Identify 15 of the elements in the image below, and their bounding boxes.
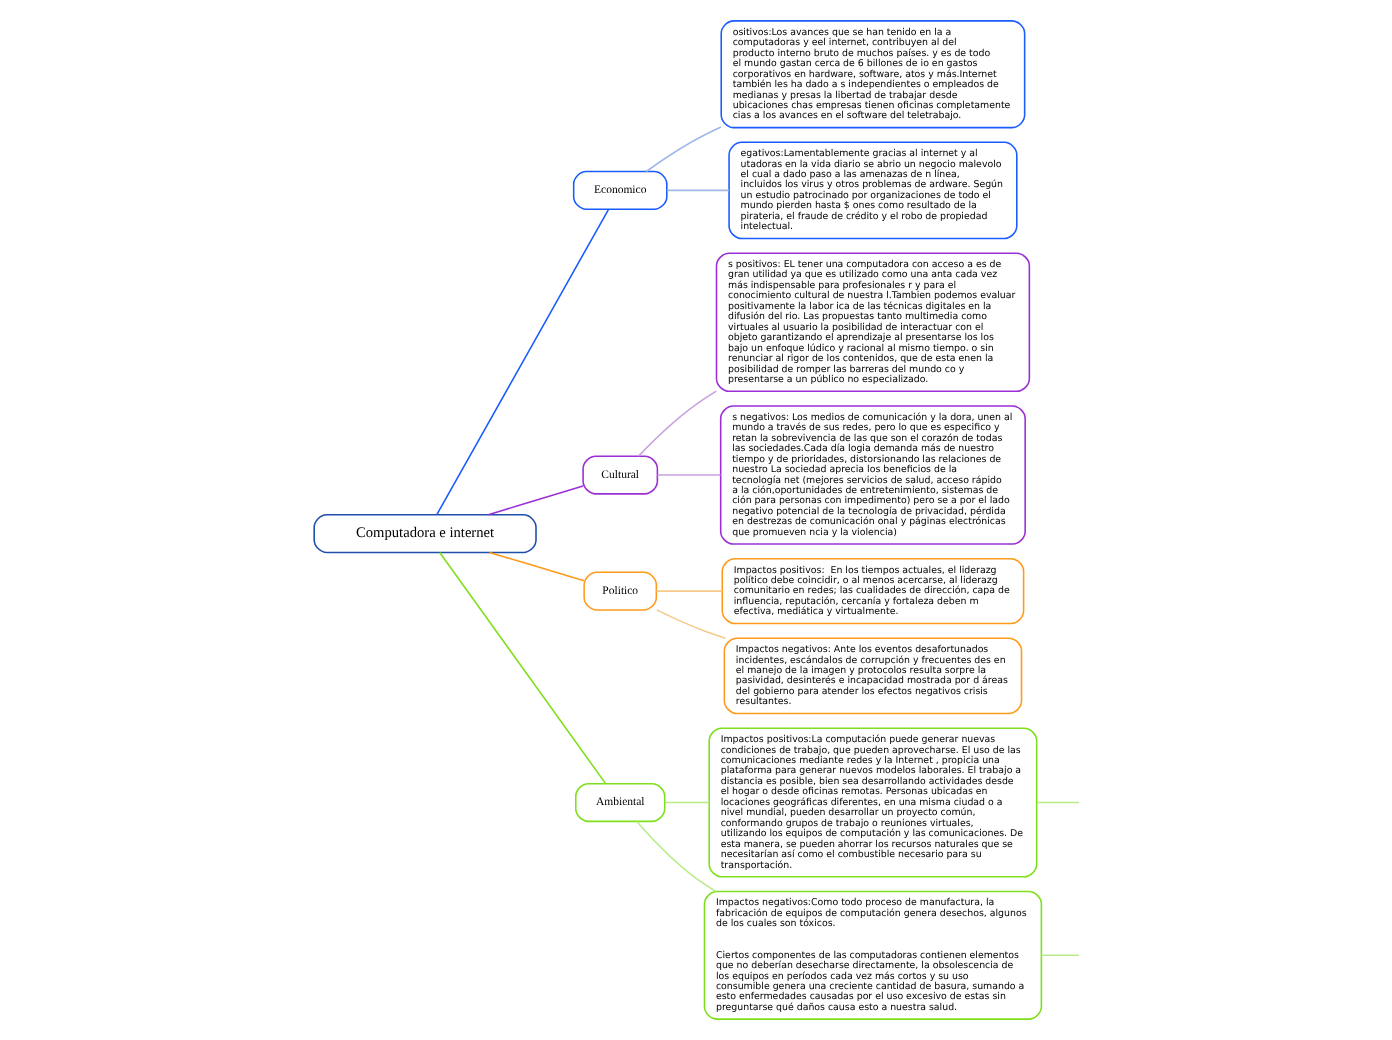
connector	[487, 551, 584, 582]
connector	[437, 551, 606, 785]
connector	[644, 126, 721, 173]
node-box: Computadora e internet	[312, 514, 536, 554]
connector	[635, 820, 716, 893]
connector	[655, 474, 721, 476]
connector	[665, 189, 729, 192]
connector	[654, 590, 722, 592]
connector	[654, 609, 726, 639]
connector	[1035, 801, 1079, 804]
connector	[486, 485, 583, 516]
connector	[663, 801, 709, 804]
connector	[1039, 954, 1079, 957]
connector	[636, 390, 717, 457]
connector	[435, 208, 609, 516]
